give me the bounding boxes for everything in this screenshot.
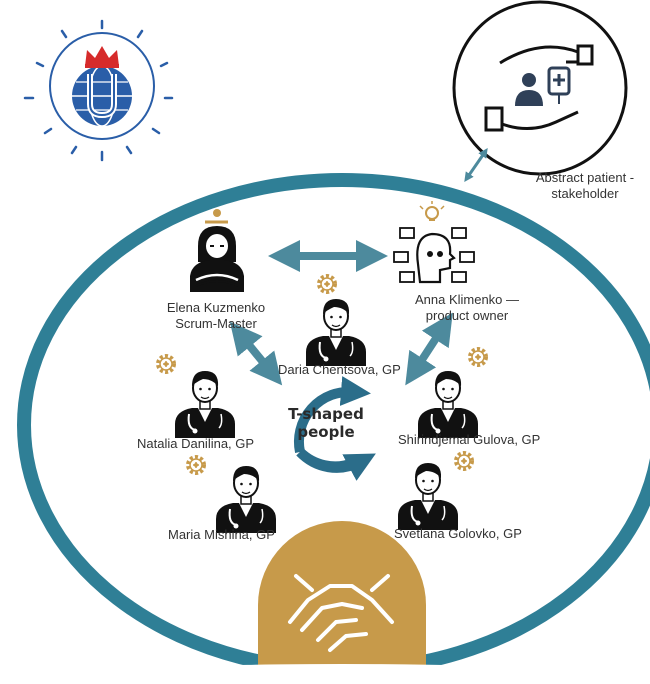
doctor-icon	[417, 370, 479, 439]
doctor-icon	[174, 370, 236, 439]
gear-icon	[454, 451, 474, 471]
product-owner-label: Anna Klimenko — product owner	[392, 292, 542, 324]
scrum-master-link-arrow	[229, 321, 283, 386]
center-label-line1: T-shaped	[288, 405, 364, 423]
member-label: Natalia Danilina, GP	[137, 436, 255, 451]
doctor-icon	[215, 465, 277, 534]
stakeholder-label-line2: stakeholder	[551, 186, 619, 201]
member-label: Maria Mishina, GP	[168, 527, 275, 542]
stakeholder-circle	[452, 0, 628, 176]
patient-care-icon	[484, 44, 594, 132]
member-label: Shirindjemal Gulova, GP	[398, 432, 541, 447]
member-label: Svetlana Golovko, GP	[394, 526, 522, 541]
product-owner-link-arrow	[405, 312, 453, 386]
scrum-master-name: Elena Kuzmenko	[166, 300, 266, 315]
stakeholder-link-arrow	[464, 148, 488, 182]
stakeholder-label-line1: Abstract patient -	[535, 170, 635, 185]
university-logo-icon	[23, 19, 174, 162]
cycle-arrows-icon	[293, 376, 376, 481]
scrum-master-role: Scrum-Master	[175, 316, 257, 331]
doctor-icon	[305, 298, 367, 367]
stakeholder-label: Abstract patient - stakeholder	[520, 170, 650, 202]
manager-icon	[190, 209, 244, 292]
gear-icon	[156, 354, 176, 374]
gear-icon	[317, 274, 337, 294]
center-label: T-shaped people	[278, 405, 374, 441]
member-label: Daria Chentsova, GP	[278, 362, 401, 377]
handshake-icon	[16, 521, 650, 684]
center-label-line2: people	[297, 423, 355, 441]
idea-brainstorm-icon	[393, 201, 475, 284]
doctor-icon	[397, 462, 459, 531]
gear-icon	[468, 347, 488, 367]
product-owner-role: product owner	[425, 308, 509, 323]
gear-icon	[186, 455, 206, 475]
scrum-master-label: Elena Kuzmenko Scrum-Master	[146, 300, 286, 332]
product-owner-name: Anna Klimenko —	[414, 292, 520, 307]
